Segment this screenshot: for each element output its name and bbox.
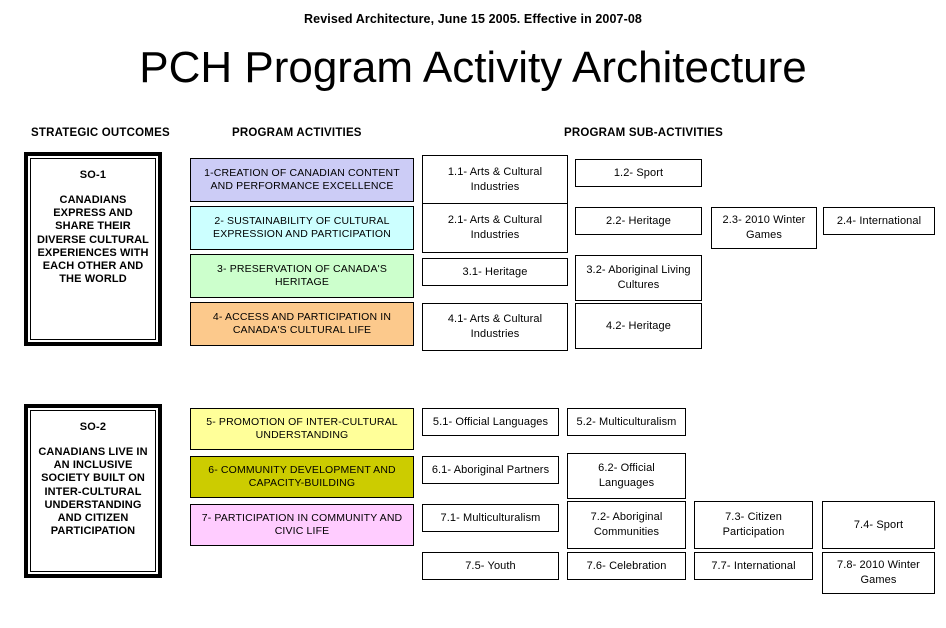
sub-activity-box-7-8[interactable]: 7.8- 2010 Winter Games: [822, 552, 935, 594]
strategic-outcome-text-so-1: CANADIANS EXPRESS AND SHARE THEIR DIVERS…: [36, 194, 149, 286]
sub-activity-label-7-1: 7.1- Multiculturalism: [440, 511, 541, 524]
sub-activity-box-6-1[interactable]: 6.1- Aboriginal Partners: [422, 456, 559, 484]
column-header-strategic-outcomes: STRATEGIC OUTCOMES: [31, 127, 170, 139]
sub-activity-label-4-1: 4.1- Arts & Cultural Industries: [447, 313, 543, 340]
sub-activity-box-7-7[interactable]: 7.7- International: [694, 552, 813, 580]
sub-activity-box-2-4[interactable]: 2.4- International: [823, 207, 935, 235]
strategic-outcome-box-so-1[interactable]: SO-1 CANADIANS EXPRESS AND SHARE THEIR D…: [24, 152, 162, 346]
sub-activity-box-7-4[interactable]: 7.4- Sport: [822, 501, 935, 549]
program-activity-box-3[interactable]: 3- PRESERVATION OF CANADA'S HERITAGE: [190, 254, 414, 298]
sub-activity-box-4-2[interactable]: 4.2- Heritage: [575, 303, 702, 349]
sub-activity-label-1-1: 1.1- Arts & Cultural Industries: [447, 166, 543, 193]
program-activity-box-7[interactable]: 7- PARTICIPATION IN COMMUNITY AND CIVIC …: [190, 504, 414, 546]
column-header-program-sub-activities: PROGRAM SUB-ACTIVITIES: [564, 127, 724, 139]
sub-activity-label-2-4: 2.4- International: [836, 214, 922, 227]
sub-activity-box-7-5[interactable]: 7.5- Youth: [422, 552, 559, 580]
program-activity-label-3: 3- PRESERVATION OF CANADA'S HERITAGE: [216, 263, 387, 288]
page-title: PCH Program Activity Architecture: [139, 43, 807, 92]
program-activity-box-1[interactable]: 1-CREATION OF CANADIAN CONTENT AND PERFO…: [190, 158, 414, 202]
sub-activity-label-3-2: 3.2- Aboriginal Living Cultures: [586, 264, 691, 291]
program-activity-label-5: 5- PROMOTION OF INTER-CULTURAL UNDERSTAN…: [206, 416, 398, 441]
sub-activity-label-1-2: 1.2- Sport: [613, 166, 664, 179]
sub-activity-label-7-7: 7.7- International: [711, 559, 796, 572]
program-activity-label-7: 7- PARTICIPATION IN COMMUNITY AND CIVIC …: [201, 512, 403, 537]
sub-activity-label-4-2: 4.2- Heritage: [606, 319, 671, 332]
strategic-outcome-text-so-2: CANADIANS LIVE IN AN INCLUSIVE SOCIETY B…: [38, 446, 148, 538]
sub-activity-label-7-5: 7.5- Youth: [465, 559, 516, 572]
sub-activity-box-3-2[interactable]: 3.2- Aboriginal Living Cultures: [575, 255, 702, 301]
sub-activity-label-5-1: 5.1- Official Languages: [432, 415, 549, 428]
sub-activity-label-7-2: 7.2- Aboriginal Communities: [590, 511, 663, 538]
strategic-outcome-id-so-2: SO-2: [79, 421, 107, 433]
sub-activity-box-2-1[interactable]: 2.1- Arts & Cultural Industries: [422, 203, 568, 253]
sub-activity-box-1-2[interactable]: 1.2- Sport: [575, 159, 702, 187]
sub-activity-box-7-2[interactable]: 7.2- Aboriginal Communities: [567, 501, 686, 549]
program-activity-label-1: 1-CREATION OF CANADIAN CONTENT AND PERFO…: [204, 167, 400, 192]
program-activity-label-4: 4- ACCESS AND PARTICIPATION IN CANADA'S …: [212, 311, 392, 336]
sub-activity-box-1-1[interactable]: 1.1- Arts & Cultural Industries: [422, 155, 568, 205]
sub-activity-label-6-1: 6.1- Aboriginal Partners: [431, 463, 550, 476]
sub-activity-label-5-2: 5.2- Multiculturalism: [576, 415, 677, 428]
sub-activity-box-5-1[interactable]: 5.1- Official Languages: [422, 408, 559, 436]
sub-activity-box-7-1[interactable]: 7.1- Multiculturalism: [422, 504, 559, 532]
sub-activity-label-2-2: 2.2- Heritage: [606, 214, 671, 227]
sub-activity-box-7-6[interactable]: 7.6- Celebration: [567, 552, 686, 580]
column-header-program-activities: PROGRAM ACTIVITIES: [232, 127, 362, 139]
sub-activity-label-7-4: 7.4- Sport: [853, 518, 904, 531]
sub-activity-box-6-2[interactable]: 6.2- Official Languages: [567, 453, 686, 499]
sub-activity-box-2-3[interactable]: 2.3- 2010 Winter Games: [711, 207, 817, 249]
sub-activity-label-2-3: 2.3- 2010 Winter Games: [722, 214, 806, 241]
sub-activity-box-7-3[interactable]: 7.3- Citizen Participation: [694, 501, 813, 549]
strategic-outcome-inner-so-1: SO-1 CANADIANS EXPRESS AND SHARE THEIR D…: [30, 158, 156, 340]
program-activity-box-2[interactable]: 2- SUSTAINABILITY OF CULTURAL EXPRESSION…: [190, 206, 414, 250]
program-activity-label-2: 2- SUSTAINABILITY OF CULTURAL EXPRESSION…: [213, 215, 391, 240]
sub-activity-label-2-1: 2.1- Arts & Cultural Industries: [447, 214, 543, 241]
strategic-outcome-box-so-2[interactable]: SO-2 CANADIANS LIVE IN AN INCLUSIVE SOCI…: [24, 404, 162, 578]
sub-activity-label-7-6: 7.6- Celebration: [586, 559, 667, 572]
sub-activity-box-3-1[interactable]: 3.1- Heritage: [422, 258, 568, 286]
program-activity-box-4[interactable]: 4- ACCESS AND PARTICIPATION IN CANADA'S …: [190, 302, 414, 346]
program-activity-box-5[interactable]: 5- PROMOTION OF INTER-CULTURAL UNDERSTAN…: [190, 408, 414, 450]
sub-activity-label-7-3: 7.3- Citizen Participation: [722, 511, 785, 538]
sub-activity-box-5-2[interactable]: 5.2- Multiculturalism: [567, 408, 686, 436]
sub-activity-box-2-2[interactable]: 2.2- Heritage: [575, 207, 702, 235]
strategic-outcome-id-so-1: SO-1: [79, 169, 107, 181]
revision-note: Revised Architecture, June 15 2005. Effe…: [304, 12, 642, 26]
sub-activity-label-6-2: 6.2- Official Languages: [598, 462, 655, 489]
program-activity-box-6[interactable]: 6- COMMUNITY DEVELOPMENT AND CAPACITY-BU…: [190, 456, 414, 498]
sub-activity-box-4-1[interactable]: 4.1- Arts & Cultural Industries: [422, 303, 568, 351]
sub-activity-label-3-1: 3.1- Heritage: [462, 265, 528, 278]
program-activity-label-6: 6- COMMUNITY DEVELOPMENT AND CAPACITY-BU…: [208, 464, 396, 489]
strategic-outcome-inner-so-2: SO-2 CANADIANS LIVE IN AN INCLUSIVE SOCI…: [30, 410, 156, 572]
sub-activity-label-7-8: 7.8- 2010 Winter Games: [837, 559, 920, 586]
